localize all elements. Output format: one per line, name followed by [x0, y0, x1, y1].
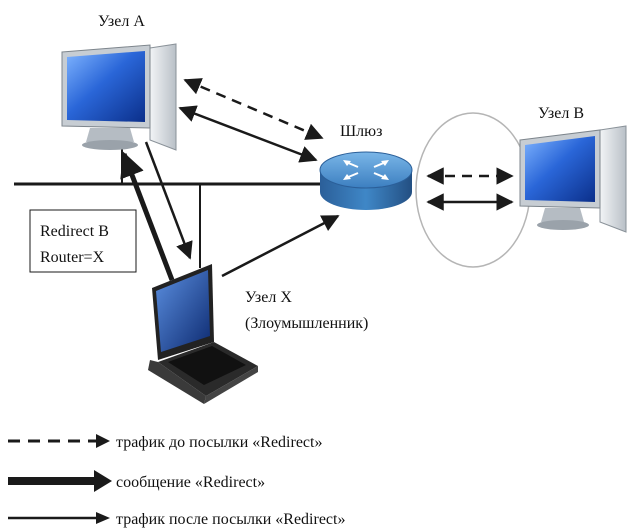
node-b-computer[interactable]	[519, 125, 627, 233]
arrow-x-a-redirect	[120, 151, 175, 281]
redirect-box	[29, 209, 137, 273]
arrow-a-gateway-after	[178, 105, 318, 163]
node-x-laptop[interactable]	[148, 264, 258, 404]
legend: трафик до посылки «Redirect» сообщение «…	[8, 434, 345, 528]
legend-bold-label: сообщение «Redirect»	[116, 474, 265, 491]
node-a-computer[interactable]	[61, 43, 177, 151]
arrow-a-x-after	[144, 141, 193, 260]
redirect-box-line1: Redirect B	[40, 223, 109, 240]
node-a-label: Узел А	[98, 13, 145, 30]
legend-bold-arrowhead	[94, 470, 112, 492]
arrow-x-gateway-after	[221, 214, 340, 278]
legend-dashed-label: трафик до посылки «Redirect»	[116, 434, 322, 451]
wan-link-ellipse	[415, 112, 531, 268]
gateway-router[interactable]	[319, 151, 413, 210]
redirect-box-line2: Router=X	[40, 249, 105, 266]
node-x-label: Узел X	[245, 289, 292, 306]
node-x-sublabel: (Злоумышленник)	[245, 315, 368, 332]
legend-thin-arrowhead	[96, 512, 110, 524]
legend-dashed-arrowhead	[96, 434, 110, 448]
gateway-label: Шлюз	[340, 123, 382, 140]
node-b-label: Узел В	[538, 105, 584, 122]
legend-thin-label: трафик после посылки «Redirect»	[116, 511, 345, 528]
arrow-a-gateway-before	[183, 78, 324, 140]
